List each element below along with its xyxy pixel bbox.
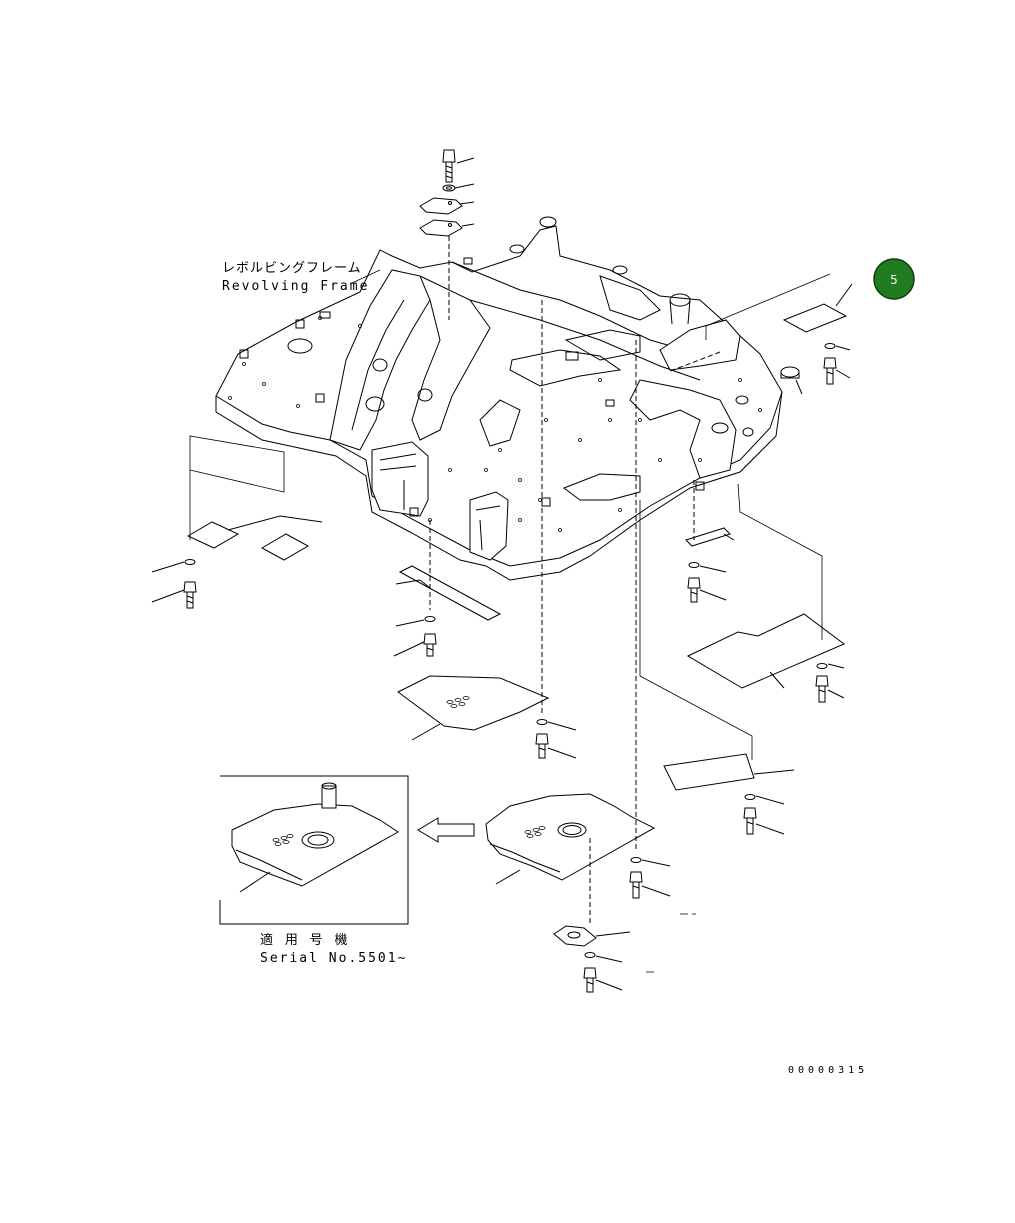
bolt-icon xyxy=(535,733,549,759)
gasket-icon xyxy=(419,219,463,237)
arrow-left-icon xyxy=(417,817,475,843)
revolving-frame xyxy=(215,216,783,581)
plug-icon xyxy=(780,366,803,395)
bolt-icon xyxy=(815,675,829,703)
page-badge: 5 xyxy=(873,258,915,300)
right-large-cover-assembly xyxy=(686,483,845,703)
serial-inset xyxy=(219,775,409,925)
page-badge-number: 5 xyxy=(890,273,898,287)
cover-plate-icon xyxy=(419,197,463,215)
frame-label-jp: レボルビングフレーム xyxy=(222,261,362,276)
bolt-icon xyxy=(743,807,757,835)
bolt-icon xyxy=(423,633,437,657)
top-cover-plate-assembly xyxy=(419,149,475,320)
document-number: 00000315 xyxy=(788,1065,868,1076)
bolt-icon xyxy=(442,149,456,183)
right-strip-assembly xyxy=(685,480,735,603)
bolt-icon xyxy=(183,581,197,609)
left-cover-assembly xyxy=(151,435,323,609)
bolt-icon xyxy=(687,577,701,603)
bolt-icon xyxy=(583,967,597,993)
serial-label-jp: 適 用 号 機 xyxy=(260,932,349,948)
serial-label-en: Serial No.5501~ xyxy=(260,951,407,966)
right-small-cover-assembly xyxy=(639,500,795,835)
bottom-cover-assembly xyxy=(485,340,671,899)
washer-icon xyxy=(442,184,456,192)
upper-right-plate-assembly xyxy=(667,273,853,385)
frame-label-en: Revolving Frame xyxy=(222,279,369,294)
bolt-icon xyxy=(823,357,837,385)
bolt-icon xyxy=(629,871,643,899)
left-strip-assembly xyxy=(393,520,502,657)
flange-assembly xyxy=(553,838,631,993)
center-cover-assembly xyxy=(397,300,577,759)
